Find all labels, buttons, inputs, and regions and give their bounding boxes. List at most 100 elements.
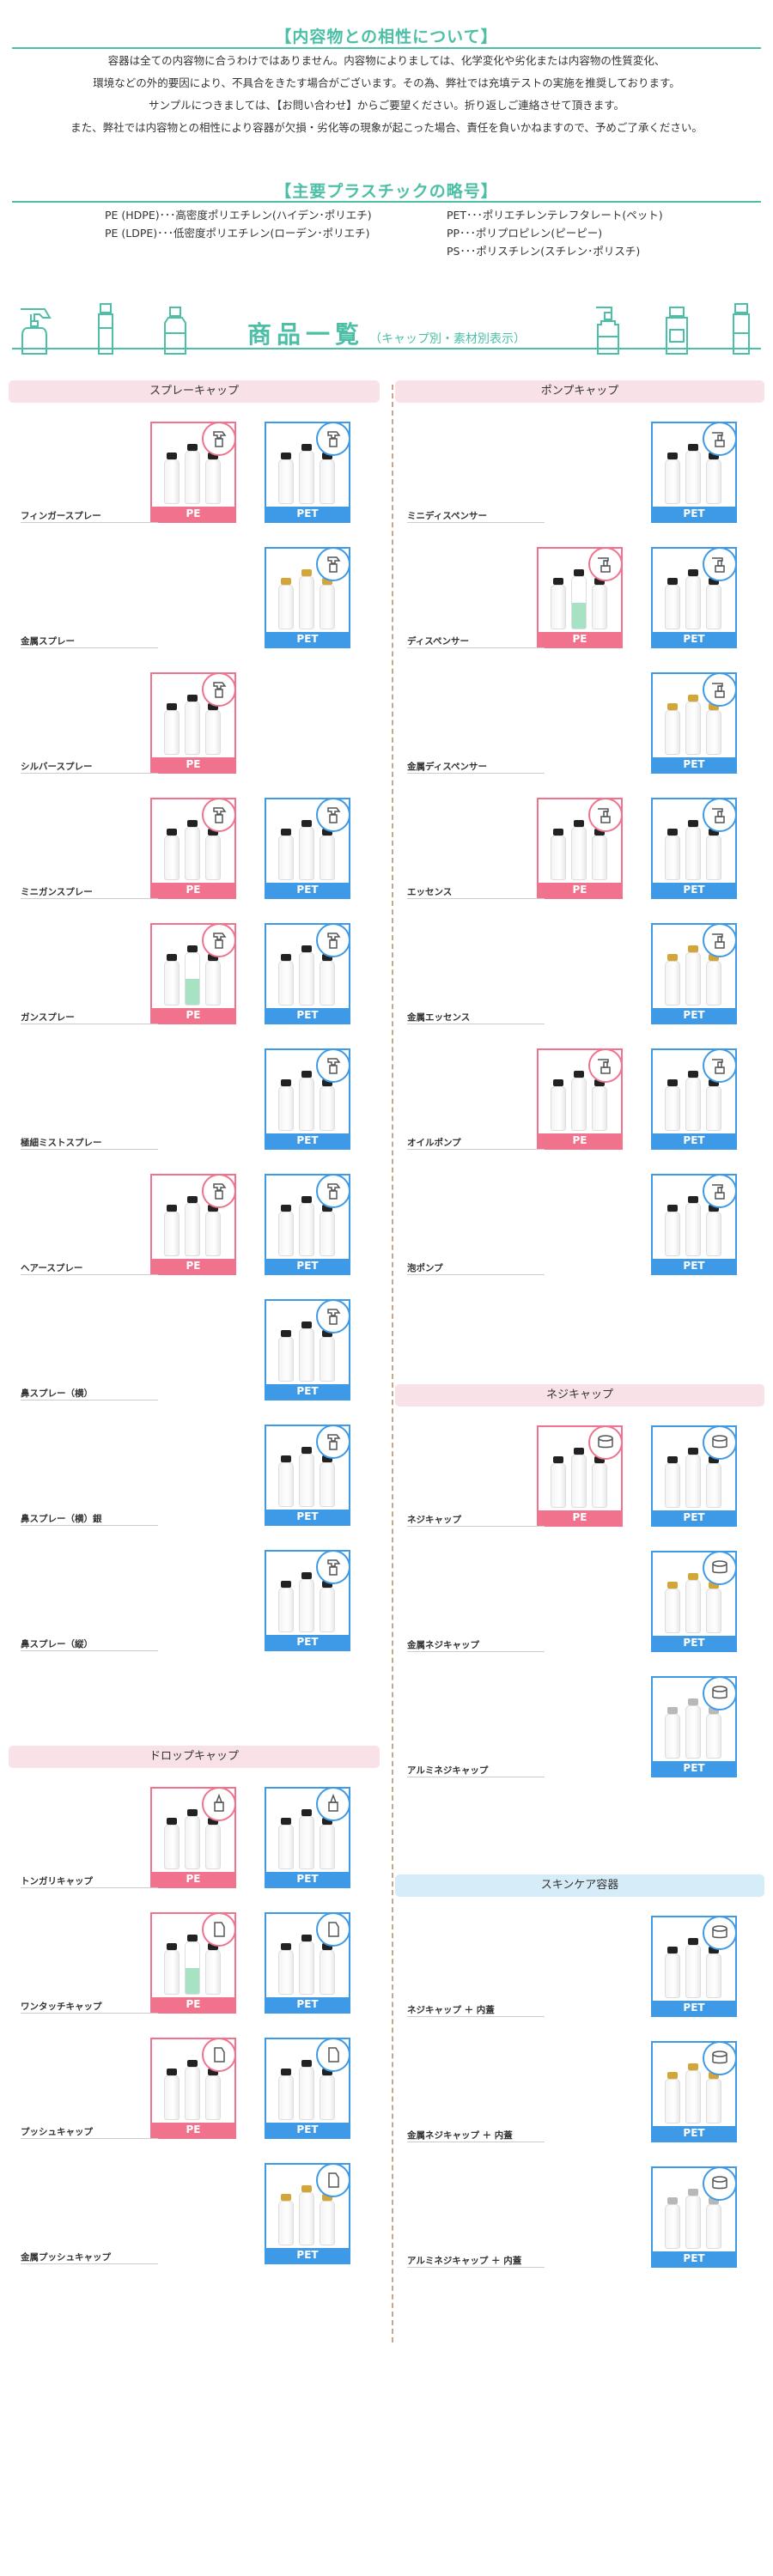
product-list-heading: 商品一覧 (247, 320, 364, 349)
pet-product-card[interactable]: PET (265, 798, 350, 899)
pet-product-card[interactable]: PET (651, 2166, 737, 2268)
pet-product-card[interactable]: PET (651, 1916, 737, 2017)
bottle-cap (187, 2060, 198, 2067)
product-rule (21, 2013, 158, 2014)
bottle-cap (187, 695, 198, 702)
pet-product-card[interactable]: PET (651, 2041, 737, 2142)
bottle-image (320, 1825, 335, 1869)
pe-material-tag: PE (152, 507, 234, 521)
product-name: ネジキャップ (407, 1515, 461, 1525)
pet-material-tag: PET (653, 507, 735, 521)
product-name: 金属ネジキャップ ＋ 内蓋 (407, 2130, 513, 2141)
bottle-image (320, 2201, 335, 2245)
pe-product-card[interactable]: PE (150, 798, 236, 899)
pet-material-tag: PET (266, 1133, 349, 1148)
pe-product-card[interactable]: PE (537, 1048, 623, 1150)
pet-product-card[interactable]: PET (651, 1174, 737, 1275)
bottle-image (320, 1086, 335, 1131)
bottle-image (685, 1945, 701, 1998)
bottle-image (299, 1454, 314, 1507)
bottle-image (185, 702, 200, 755)
bottle-image (551, 1086, 566, 1131)
bottle-image (665, 1589, 680, 1633)
header-rule (12, 348, 761, 349)
bottle-image (164, 710, 180, 755)
pet-product-card[interactable]: PET (265, 923, 350, 1024)
bottle-cap (322, 2194, 332, 2201)
pet-product-card[interactable]: PET (265, 1912, 350, 2014)
pe-product-card[interactable]: PE (150, 422, 236, 523)
pet-product-card[interactable]: PET (265, 1787, 350, 1888)
pe-product-card[interactable]: PE (150, 1787, 236, 1888)
pe-product-card[interactable]: PE (150, 923, 236, 1024)
pet-product-card[interactable]: PET (651, 422, 737, 523)
bottle-image (551, 1463, 566, 1508)
abbrev-pp: PP･･･ポリプロピレン(ピーピー) (447, 227, 603, 240)
pe-product-card[interactable]: PE (150, 1174, 236, 1275)
bottle-image (278, 1825, 294, 1869)
pet-product-card[interactable]: PET (651, 923, 737, 1024)
pet-product-card[interactable]: PET (265, 1550, 350, 1651)
pet-product-card[interactable]: PET (265, 422, 350, 523)
bottle-image (205, 1950, 221, 1995)
pet-product-card[interactable]: PET (651, 798, 737, 899)
pet-product-card[interactable]: PET (651, 1425, 737, 1527)
product-rule (407, 773, 545, 774)
product-name: プッシュキャップ (21, 2127, 93, 2137)
pet-product-card[interactable]: PET (651, 547, 737, 648)
oil-pump-icon (588, 1050, 621, 1083)
pe-product-card[interactable]: PE (537, 798, 623, 899)
mini-gun-spray-icon (316, 799, 349, 832)
bottle-image (164, 459, 180, 504)
pet-product-card[interactable]: PET (651, 1676, 737, 1777)
bottle-cap (667, 453, 678, 459)
pe-material-tag: PE (152, 883, 234, 897)
pet-product-card[interactable]: PET (265, 2038, 350, 2139)
bottle-image (278, 1212, 294, 1256)
bottle-cap (208, 1205, 218, 1212)
pet-product-card[interactable]: PET (265, 1299, 350, 1400)
pe-product-card[interactable]: PE (150, 672, 236, 774)
bottle-cap (322, 1581, 332, 1588)
bottle-cap (688, 444, 698, 451)
bottle-cap (301, 945, 312, 952)
product-name: アルミネジキャップ ＋ 内蓋 (407, 2256, 522, 2266)
pe-material-tag: PE (539, 1510, 621, 1525)
bottle-cap (594, 578, 605, 585)
bottle-image (278, 961, 294, 1005)
product-rule (21, 1887, 158, 1888)
pet-product-card[interactable]: PET (265, 547, 350, 648)
bottle-image (665, 961, 680, 1005)
bottle-cap (688, 695, 698, 702)
bottle-image (185, 1941, 200, 1995)
pe-product-card[interactable]: PE (537, 1425, 623, 1527)
pet-product-card[interactable]: PET (651, 1048, 737, 1150)
product-rule (21, 2263, 158, 2264)
bottle-cap (281, 2069, 291, 2075)
bottle-cap (322, 453, 332, 459)
bottle-image (685, 952, 701, 1005)
bottle-cap (594, 1456, 605, 1463)
pe-material-tag: PE (152, 2123, 234, 2137)
pet-product-card[interactable]: PET (265, 1048, 350, 1150)
bottle-image (278, 1462, 294, 1507)
bottle-image (278, 1950, 294, 1995)
pointed-cap-icon (202, 1789, 234, 1821)
pe-product-card[interactable]: PE (537, 547, 623, 648)
screw-cap-icon (703, 1427, 735, 1460)
bottle-image (164, 1212, 180, 1256)
pe-product-card[interactable]: PE (150, 1912, 236, 2014)
abbrev-pet: PET･･･ポリエチレンテレフタレート(ペット) (447, 209, 663, 222)
bottle-image (706, 1953, 721, 1998)
bottle-image (320, 1588, 335, 1632)
pet-product-card[interactable]: PET (651, 672, 737, 774)
pe-product-card[interactable]: PE (150, 2038, 236, 2139)
bottle-image (278, 2075, 294, 2120)
one-touch-cap-icon (202, 1914, 234, 1947)
pet-product-card[interactable]: PET (265, 2163, 350, 2264)
bottle-cap (574, 820, 584, 827)
pet-product-card[interactable]: PET (265, 1425, 350, 1526)
pet-product-card[interactable]: PET (651, 1551, 737, 1652)
pet-product-card[interactable]: PET (265, 1174, 350, 1275)
bottle-image (299, 1078, 314, 1131)
